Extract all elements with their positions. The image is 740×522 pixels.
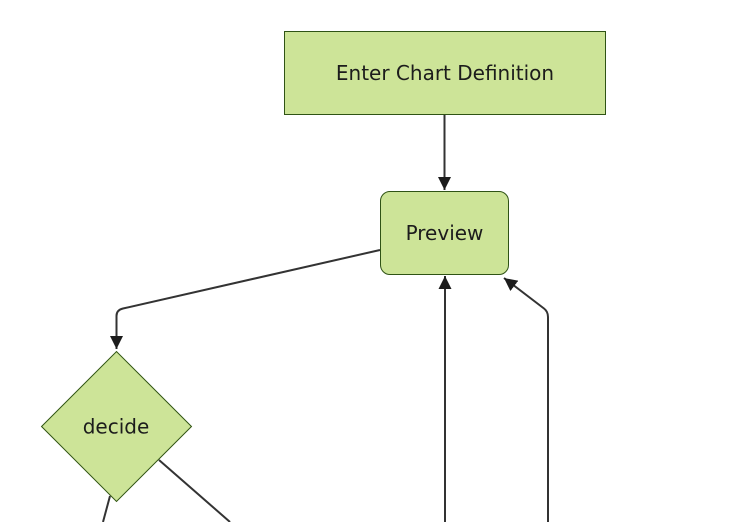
edge-decide-down-right	[158, 459, 231, 522]
node-preview-label: Preview	[405, 221, 484, 245]
node-preview: Preview	[380, 191, 509, 275]
node-enter-chart-definition: Enter Chart Definition	[284, 31, 606, 115]
edge-bottom-right-to-preview	[503, 277, 549, 522]
edge-decide-down-left	[102, 495, 111, 522]
edge-preview-to-decide	[110, 249, 381, 349]
node-decide-label: decide	[83, 414, 150, 439]
node-enter-chart-definition-label: Enter Chart Definition	[335, 61, 555, 85]
